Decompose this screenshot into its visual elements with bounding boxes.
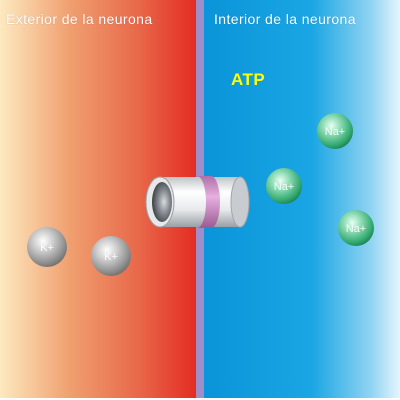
sodium-ion: Na+ (317, 113, 353, 149)
exterior-label: Exterior de la neurona (6, 11, 153, 27)
svg-text:K+: K+ (104, 251, 118, 263)
potassium-ion: K+ (91, 236, 131, 276)
interior-label: Interior de la neurona (214, 11, 356, 27)
svg-text:Na+: Na+ (325, 126, 346, 138)
svg-text:Na+: Na+ (274, 181, 295, 193)
potassium-ion: K+ (27, 227, 67, 267)
ion-channel (145, 176, 250, 228)
svg-text:K+: K+ (40, 242, 54, 254)
svg-text:Na+: Na+ (346, 223, 367, 235)
sodium-ion: Na+ (266, 168, 302, 204)
atp-label: ATP (231, 70, 266, 89)
sodium-ion: Na+ (338, 210, 374, 246)
